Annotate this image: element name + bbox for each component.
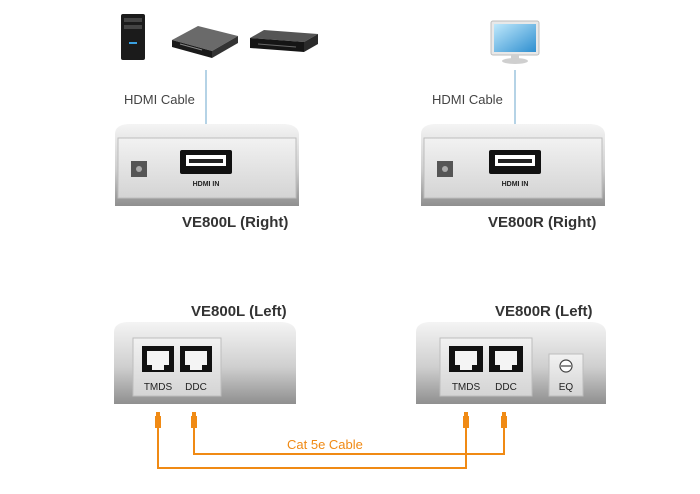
ve800l-right-unit [115,124,299,206]
eq-knob[interactable] [559,359,573,373]
tower-pc-icon [121,14,145,60]
cat5e-cable-label: Cat 5e Cable [287,437,363,452]
cat5e-cable [157,428,505,469]
rj45-plug-icon [155,412,507,428]
tmds-label-left: TMDS [144,382,173,393]
ve800r-right-unit [421,124,605,206]
ve800r-left-unit [416,322,606,404]
hdmi-cable-label-right: HDMI Cable [432,92,503,107]
media-player-icon [250,30,318,52]
monitor-icon [490,20,540,64]
eq-label: EQ [559,382,574,393]
dvd-player-icon [172,26,238,58]
hdmi-in-label-left: HDMI IN [193,181,220,188]
ve800l-right-title: VE800L (Right) [182,214,289,231]
ve800l-left-title: VE800L (Left) [191,303,287,320]
hdmi-cable-label-left: HDMI Cable [124,92,195,107]
ve800l-left-unit [114,322,296,404]
ddc-label-left: DDC [185,382,207,393]
ddc-label-right: DDC [495,382,517,393]
ve800r-left-title: VE800R (Left) [495,303,593,320]
hdmi-in-label-right: HDMI IN [502,181,529,188]
ve800r-right-title: VE800R (Right) [488,214,597,231]
tmds-label-right: TMDS [452,382,481,393]
